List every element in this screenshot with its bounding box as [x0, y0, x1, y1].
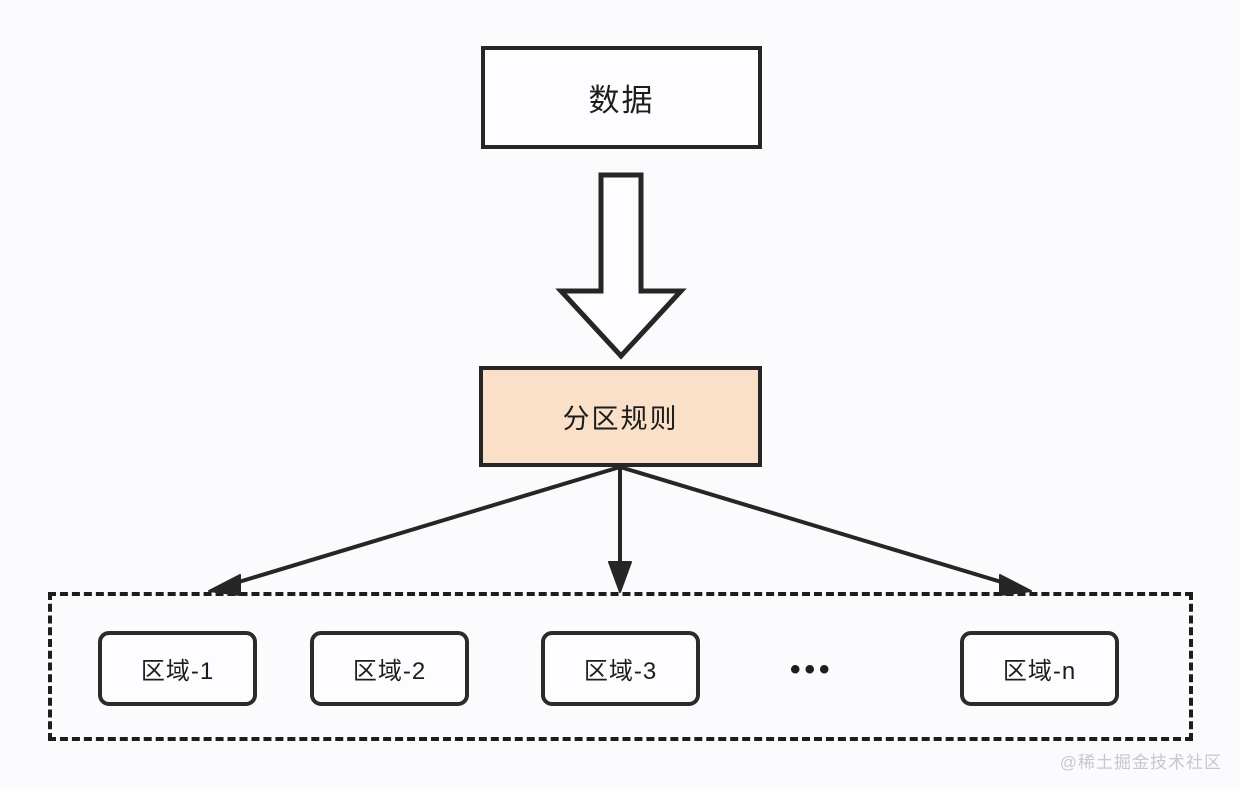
block-down-arrow: [555, 172, 687, 360]
region-box-3: 区域-3: [541, 631, 700, 706]
arrow-to-region-3: [608, 467, 632, 593]
region-box-3-label: 区域-3: [583, 658, 658, 685]
region-box-n: 区域-n: [960, 631, 1119, 706]
region-box-1: 区域-1: [98, 631, 257, 706]
region-box-1-label: 区域-1: [140, 658, 215, 685]
region-group-container: [48, 592, 1193, 741]
partition-rule-node: 分区规则: [479, 366, 762, 467]
region-box-2: 区域-2: [310, 631, 469, 706]
arrow-to-region-n: [619, 465, 1032, 596]
region-ellipsis: •••: [790, 653, 834, 686]
partition-rule-node-label: 分区规则: [562, 404, 679, 434]
arrow-to-region-1: [208, 465, 621, 596]
region-box-n-label: 区域-n: [1002, 658, 1077, 685]
region-box-2-label: 区域-2: [352, 658, 427, 685]
watermark-text: @稀土掘金技术社区: [1059, 753, 1222, 772]
data-node: 数据: [481, 46, 762, 149]
data-node-label: 数据: [588, 83, 655, 118]
